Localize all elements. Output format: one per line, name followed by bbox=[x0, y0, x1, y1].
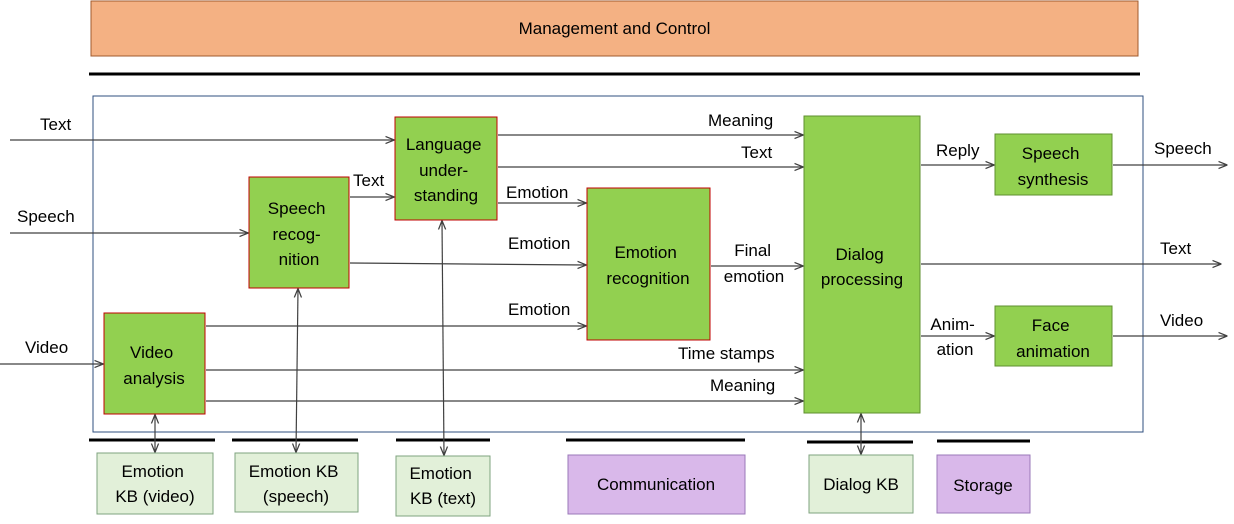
label-va-meaning: Meaning bbox=[710, 376, 775, 395]
speech-recognition-box: Speech recog- nition bbox=[248, 176, 350, 289]
svg-text:Dialog KB: Dialog KB bbox=[823, 475, 899, 494]
svg-text:Emotion KB (text): Emotion KB (text) bbox=[409, 464, 476, 508]
communication-box: Communication bbox=[567, 454, 746, 515]
svg-text:Speech synthesis: Speech synthesis bbox=[1018, 144, 1089, 189]
speech-synthesis-box: Speech synthesis bbox=[994, 133, 1113, 196]
storage-boxes: Emotion KB (video) Emotion KB (speech) E… bbox=[96, 452, 1031, 517]
label-output-speech: Speech bbox=[1154, 139, 1212, 158]
storage-bus-lines bbox=[89, 438, 1030, 444]
label-sr-text: Text bbox=[353, 171, 384, 190]
label-reply: Reply bbox=[936, 141, 980, 160]
storage-box: Storage bbox=[936, 454, 1031, 514]
svg-text:Speech recog-: Speech recog- nition bbox=[268, 199, 330, 269]
edge-lu-kb bbox=[442, 221, 444, 455]
svg-text:Emotion KB (speech): Emotion KB (speech) bbox=[249, 462, 344, 506]
emotion-recognition-box: Emotion recognition bbox=[586, 187, 711, 341]
dialog-processing-box: Dialog processing bbox=[803, 115, 921, 414]
label-time-stamps: Time stamps bbox=[678, 344, 775, 363]
label-output-video: Video bbox=[1160, 311, 1203, 330]
emotion-kb-speech-box: Emotion KB (speech) bbox=[234, 452, 359, 513]
label-sr-emotion: Emotion bbox=[508, 234, 570, 253]
label-output-text: Text bbox=[1160, 239, 1191, 258]
label-input-text: Text bbox=[40, 115, 71, 134]
label-lu-meaning: Meaning bbox=[708, 111, 773, 130]
svg-text:Face animation: Face animation bbox=[1016, 316, 1090, 361]
processing-modules: Language under- standing Speech recog- n… bbox=[103, 115, 1113, 415]
svg-text:Storage: Storage bbox=[953, 476, 1013, 495]
svg-text:Communication: Communication bbox=[597, 475, 715, 494]
label-animation: Anim- ation bbox=[930, 315, 979, 359]
label-input-speech: Speech bbox=[17, 207, 75, 226]
label-lu-text: Text bbox=[741, 143, 772, 162]
language-understanding-box: Language under- standing bbox=[394, 116, 498, 221]
management-and-control-box: Management and Control bbox=[90, 0, 1139, 57]
svg-text:Video analysis: Video analysis bbox=[123, 343, 184, 388]
label-lu-emotion: Emotion bbox=[506, 183, 568, 202]
data-flow-edges bbox=[0, 135, 1227, 455]
edge-sr-kb bbox=[296, 289, 298, 452]
video-analysis-box: Video analysis bbox=[103, 312, 206, 415]
edge-labels: Text Speech Video Text Meaning Text Emot… bbox=[17, 111, 1212, 395]
label-va-emotion: Emotion bbox=[508, 300, 570, 319]
emotion-kb-video-box: Emotion KB (video) bbox=[96, 452, 214, 515]
svg-text:Language under-: Language under- standing bbox=[406, 135, 486, 205]
svg-text:Emotion recognition: Emotion recognition bbox=[606, 243, 689, 288]
edge-sr-emotion bbox=[349, 263, 586, 265]
svg-text:Emotion KB (video): Emotion KB (video) bbox=[115, 462, 194, 506]
svg-text:Dialog processing: Dialog processing bbox=[821, 245, 903, 289]
label-final-emotion: Final emotion bbox=[724, 241, 784, 286]
face-animation-box: Face animation bbox=[994, 305, 1113, 367]
label-input-video: Video bbox=[25, 338, 68, 357]
emotion-kb-text-box: Emotion KB (text) bbox=[395, 455, 491, 517]
dialog-kb-box: Dialog KB bbox=[808, 454, 914, 514]
management-and-control-label: Management and Control bbox=[519, 19, 711, 38]
